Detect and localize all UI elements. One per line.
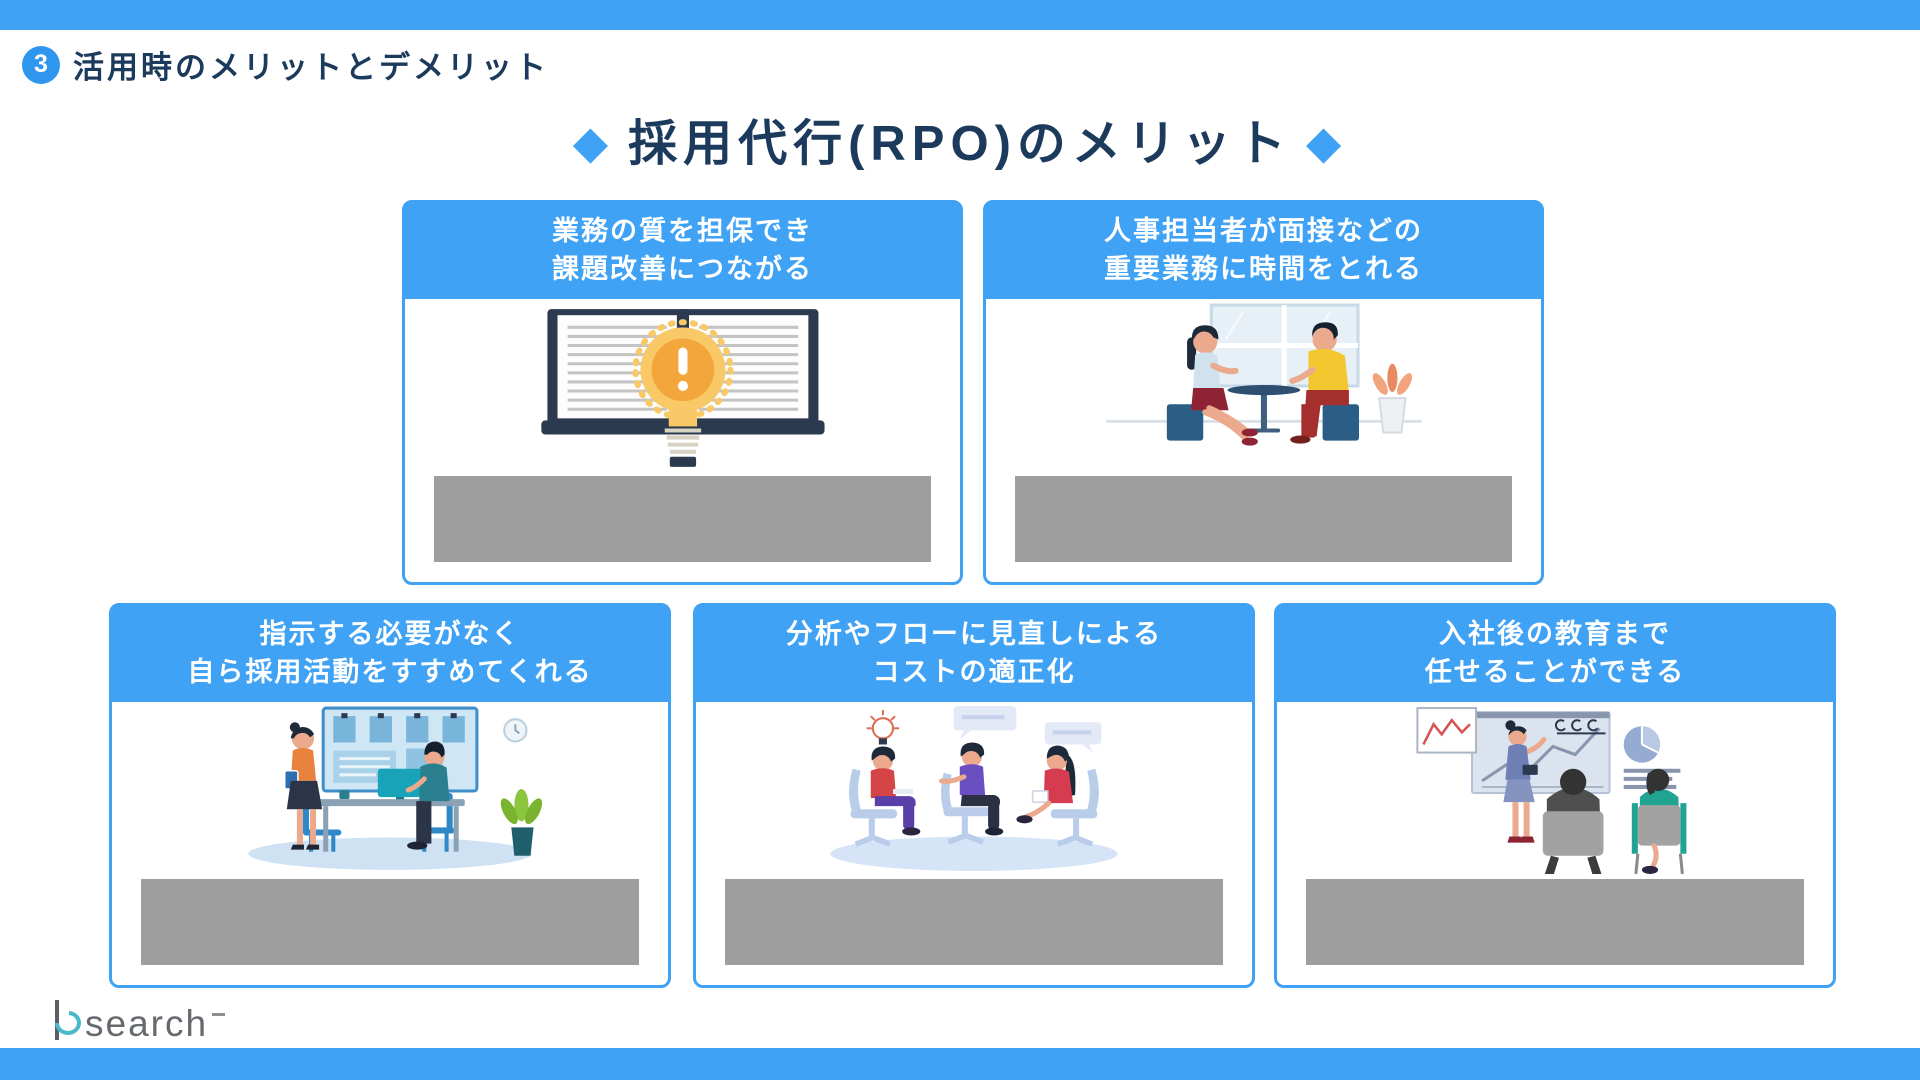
heading-line2: コストの適正化 <box>872 657 1076 687</box>
heading-line1: 入社後の教育まで <box>1439 619 1671 650</box>
section-number-badge: 3 <box>22 45 60 84</box>
diamond-icon: ◆ <box>572 116 615 168</box>
merit-card-2-heading: 人事担当者が面接などの 重要業務に時間をとれる <box>986 203 1541 299</box>
top-accent-bar <box>0 0 1920 30</box>
training-presentation-illustration <box>1416 707 1687 875</box>
redacted-text-block <box>434 476 931 562</box>
merit-card-4-illustration <box>696 702 1252 879</box>
heading-line1: 分析やフローに見直しによる <box>785 619 1163 650</box>
group-discussion-illustration <box>830 706 1118 871</box>
merit-card-4: 分析やフローに見直しによる コストの適正化 <box>693 603 1255 988</box>
redacted-text-block <box>141 879 639 965</box>
merit-card-3-heading: 指示する必要がなく 自ら採用活動をすすめてくれる <box>112 606 668 702</box>
logo-trademark-tick <box>212 1013 226 1016</box>
bottom-accent-bar <box>0 1048 1920 1080</box>
diamond-icon: ◆ <box>1305 116 1348 168</box>
heading-line1: 業務の質を担保でき <box>552 216 813 247</box>
heading-line1: 指示する必要がなく <box>259 619 521 650</box>
merit-card-3: 指示する必要がなく 自ら採用活動をすすめてくれる <box>109 603 671 988</box>
redacted-text-block <box>1306 879 1804 965</box>
merit-card-2: 人事担当者が面接などの 重要業務に時間をとれる <box>983 200 1544 585</box>
redacted-text-block <box>1015 476 1512 562</box>
bsearch-logo-text: search <box>85 1003 209 1044</box>
page-title-text: 採用代行(RPO)のメリット <box>628 117 1292 171</box>
open-book-lightbulb-illustration <box>540 309 825 467</box>
section-title: 活用時のメリットとデメリット <box>73 50 549 85</box>
page-title: ◆採用代行(RPO)のメリット◆ <box>0 104 1920 175</box>
interview-at-table-illustration <box>1105 303 1422 446</box>
heading-line2: 課題改善につながる <box>552 254 813 284</box>
bsearch-logo: search <box>50 998 226 1044</box>
heading-line1: 人事担当者が面接などの <box>1104 216 1423 247</box>
merit-card-1: 業務の質を担保でき 課題改善につながる <box>402 200 963 585</box>
office-desk-illustration <box>248 706 543 870</box>
merit-card-5-heading: 入社後の教育まで 任せることができる <box>1277 606 1833 702</box>
merit-card-2-illustration <box>986 299 1541 476</box>
merit-card-1-illustration <box>405 299 960 476</box>
heading-line2: 任せることができる <box>1424 657 1686 687</box>
redacted-text-block <box>725 879 1223 965</box>
merit-card-1-heading: 業務の質を担保でき 課題改善につながる <box>405 203 960 299</box>
merit-card-5-illustration <box>1277 702 1833 879</box>
merit-card-4-heading: 分析やフローに見直しによる コストの適正化 <box>696 606 1252 702</box>
merit-card-5: 入社後の教育まで 任せることができる <box>1274 603 1836 988</box>
heading-line2: 自ら採用活動をすすめてくれる <box>187 657 593 687</box>
merit-card-3-illustration <box>112 702 668 879</box>
bsearch-logo-b-icon <box>55 1000 81 1040</box>
heading-line2: 重要業務に時間をとれる <box>1104 254 1423 284</box>
section-header: 3 活用時のメリットとデメリット <box>22 42 549 87</box>
